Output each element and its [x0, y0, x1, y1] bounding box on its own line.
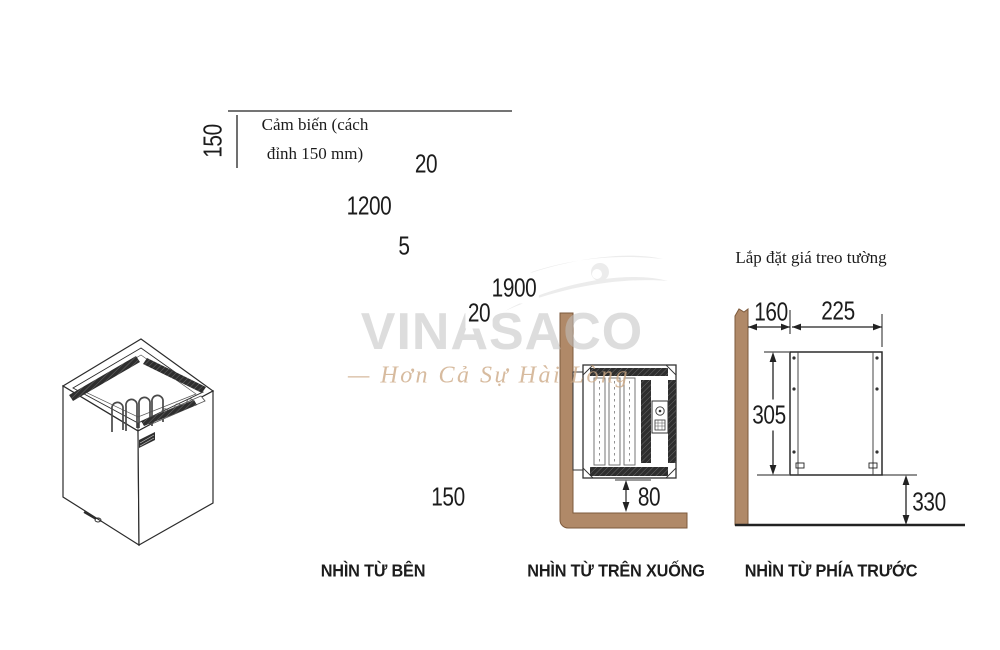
front-view-drawing	[734, 308, 965, 527]
side-view-drawing	[228, 110, 512, 168]
top-view-drawing	[559, 312, 688, 529]
isometric-heater-sketch	[61, 338, 215, 547]
